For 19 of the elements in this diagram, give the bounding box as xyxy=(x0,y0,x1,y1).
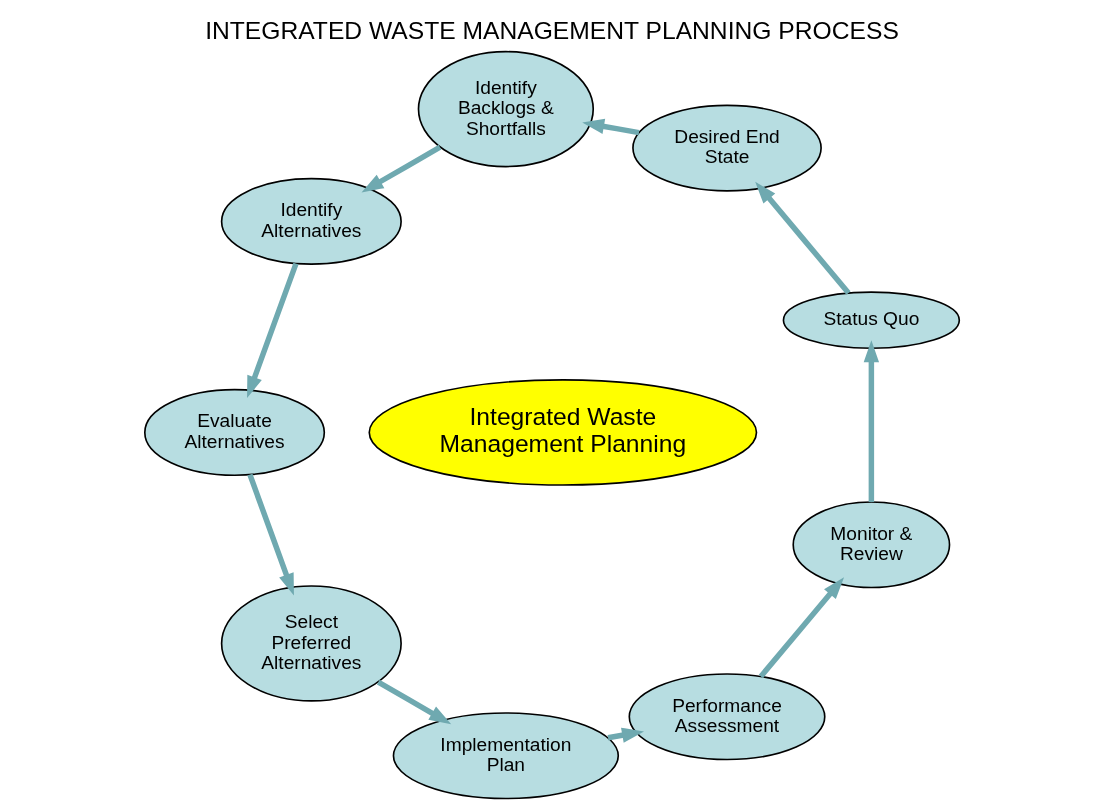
node-ellipse: Identify Backlogs & Shortfalls xyxy=(417,50,595,168)
node-ellipse: Implementation Plan xyxy=(392,712,620,800)
diagram-title: INTEGRATED WASTE MANAGEMENT PLANNING PROCESS xyxy=(205,16,899,44)
arrow xyxy=(582,118,640,136)
node-ellipse: Select Preferred Alternatives xyxy=(220,585,402,702)
arrow xyxy=(755,181,851,295)
node-ellipse: Identify Alternatives xyxy=(220,177,402,265)
node-ellipse: Integrated Waste Management Planning xyxy=(368,379,758,486)
node-ellipse: Performance Assessment xyxy=(628,673,826,761)
arrow xyxy=(376,679,452,725)
arrow xyxy=(247,473,294,596)
arrow xyxy=(361,144,442,193)
node-ellipse: Desired End State xyxy=(632,104,822,192)
arrow xyxy=(247,262,299,399)
node-ellipse: Status Quo xyxy=(782,291,961,350)
node-ellipse: Evaluate Alternatives xyxy=(144,388,326,477)
arrow xyxy=(758,577,845,679)
node-ellipse: Monitor & Review xyxy=(792,501,951,589)
arrow xyxy=(863,340,880,502)
